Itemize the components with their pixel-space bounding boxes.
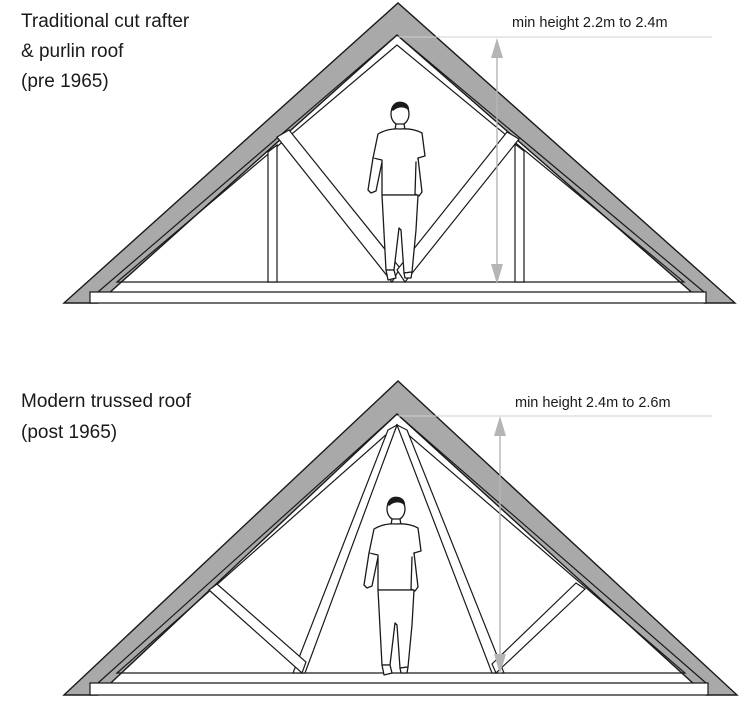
inner-rafter-modern (97, 413, 707, 684)
web-brace-left (208, 583, 307, 675)
web-member-left-long (292, 423, 399, 674)
person-figure-modern (363, 496, 422, 676)
web-brace-right (491, 582, 586, 675)
height-note-modern: min height 2.4m to 2.6m (515, 395, 671, 411)
vertical-strut-left (267, 143, 278, 283)
height-dimension-modern (398, 415, 712, 674)
height-dimension-traditional (398, 36, 712, 284)
inner-rafter-traditional (97, 34, 705, 293)
web-member-right-long (395, 423, 505, 674)
vertical-strut-right (514, 142, 525, 283)
modern-roof-diagram (62, 380, 739, 696)
diagonal-brace-right (396, 131, 520, 284)
height-note-traditional: min height 2.2m to 2.4m (512, 15, 668, 31)
ceiling-joist-traditional (89, 291, 707, 304)
traditional-roof-diagram (62, 2, 737, 304)
title-traditional-line-2: & purlin roof (21, 41, 124, 62)
person-figure-traditional (367, 101, 426, 281)
title-traditional-line-1: Traditional cut rafter (21, 11, 190, 32)
ceiling-joist-modern (89, 682, 709, 696)
title-modern-line-1: Modern trussed roof (21, 391, 192, 412)
title-traditional-line-3: (pre 1965) (21, 71, 109, 92)
title-modern-line-2: (post 1965) (21, 422, 117, 443)
rafter-underside-traditional (115, 44, 686, 283)
